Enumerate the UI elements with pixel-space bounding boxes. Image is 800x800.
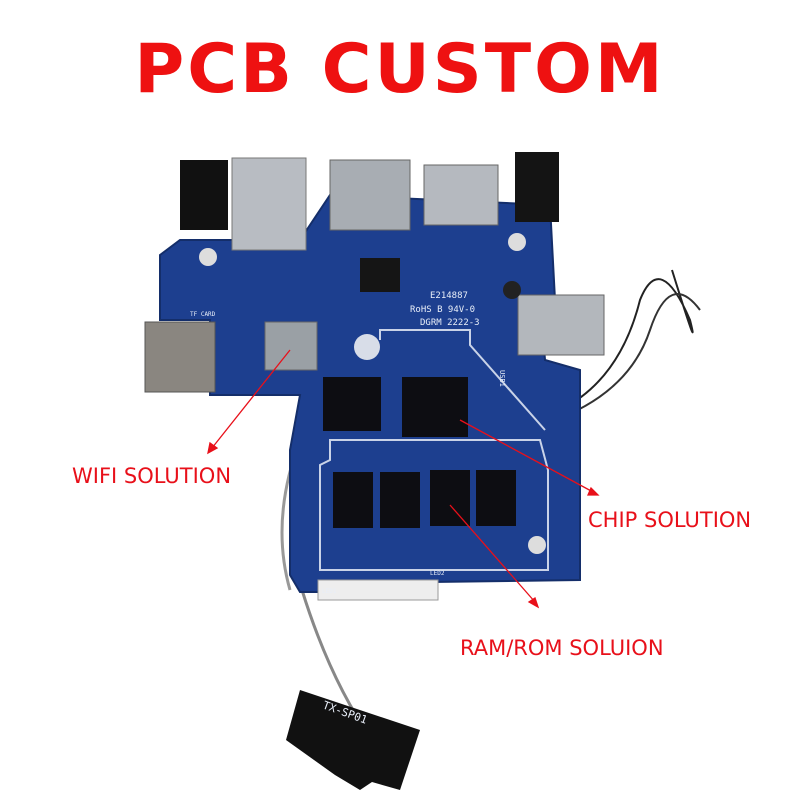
wifi-module: [264, 321, 318, 371]
chip: [323, 377, 381, 431]
ram-chip: [476, 470, 516, 526]
silk-usb1: USB1: [498, 370, 506, 387]
page-title: PCB CUSTOM: [134, 30, 666, 109]
ethernet-port: [329, 159, 411, 231]
silk-model: DGRM 2222-3: [420, 318, 480, 328]
sd-card-slot: [144, 321, 216, 393]
ram-chip: [430, 470, 470, 526]
pin-header: [317, 579, 439, 601]
audio-jack: [180, 160, 228, 230]
silk-cert: E214887: [430, 291, 468, 301]
silk-rohs: RoHS B 94V-0: [410, 305, 475, 315]
power-jack: [515, 152, 559, 222]
ram-chip: [333, 472, 373, 528]
usb-port-side: [517, 294, 605, 356]
silk-tf: TF CARD: [190, 311, 216, 318]
usb-port: [231, 157, 307, 251]
hdmi-port: [423, 164, 499, 226]
chip-solution-label: CHIP SOLUTION: [588, 508, 752, 532]
annotation-arrows: [207, 349, 600, 609]
silk-led1: LED1: [322, 588, 337, 595]
ram-chip: [380, 472, 420, 528]
soc-chip: [402, 377, 468, 437]
antenna-module: [286, 690, 420, 790]
ram-rom-solution-label: RAM/ROM SOLUION: [460, 636, 664, 660]
wifi-solution-label: WIFI SOLUTION: [72, 464, 232, 488]
silk-led2: LED2: [430, 570, 445, 577]
